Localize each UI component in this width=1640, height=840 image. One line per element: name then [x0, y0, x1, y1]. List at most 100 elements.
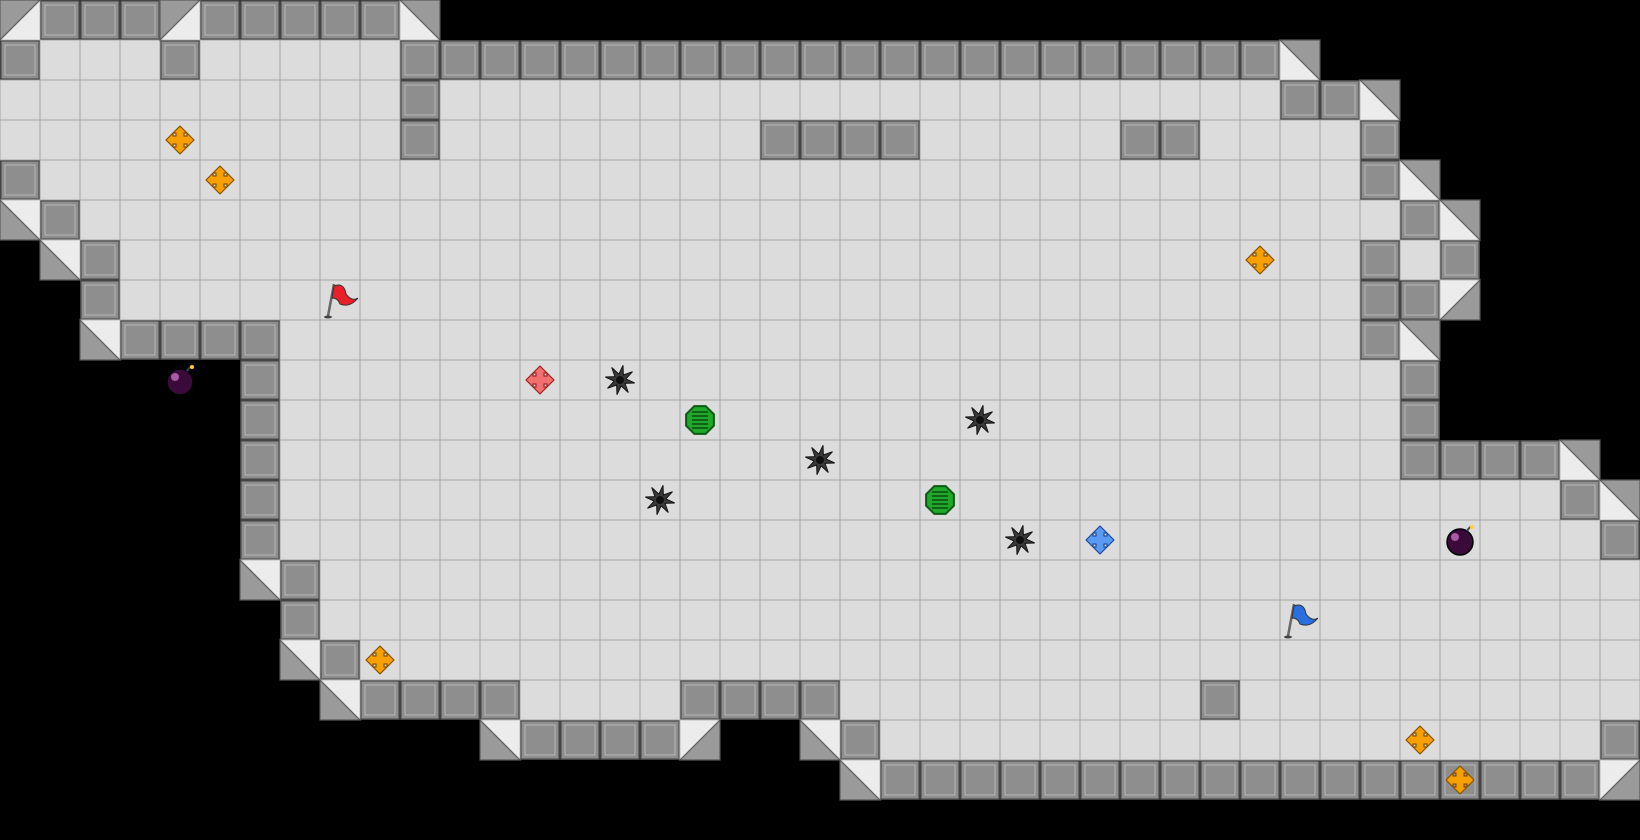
floor-tile: [519, 519, 561, 561]
floor-tile: [319, 559, 361, 601]
floor-tile: [359, 399, 401, 441]
wall-block: [40, 200, 80, 240]
wall-block: [880, 760, 920, 800]
floor-tile: [599, 279, 641, 321]
floor-tile: [399, 599, 441, 641]
floor-tile: [839, 159, 881, 201]
floor-tile: [799, 519, 841, 561]
floor-tile: [439, 199, 481, 241]
wall-block: [1280, 760, 1320, 800]
wall-block: [1160, 120, 1200, 160]
wall-block: [1600, 720, 1640, 760]
wall-block: [600, 720, 640, 760]
floor-tile: [559, 439, 601, 481]
floor-tile: [1159, 519, 1201, 561]
floor-tile: [1359, 559, 1401, 601]
floor-tile: [599, 239, 641, 281]
floor-tile: [599, 679, 641, 721]
floor-tile: [1279, 279, 1321, 321]
floor-tile: [919, 279, 961, 321]
wall-block: [120, 0, 160, 40]
wall-block: [240, 360, 280, 400]
floor-tile: [319, 359, 361, 401]
floor-tile: [279, 239, 321, 281]
wall-block: [1200, 760, 1240, 800]
floor-tile: [1239, 639, 1281, 681]
floor-tile: [1119, 519, 1161, 561]
floor-tile: [1319, 199, 1361, 241]
floor-tile: [519, 479, 561, 521]
floor-tile: [1359, 399, 1401, 441]
floor-tile: [679, 599, 721, 641]
floor-tile: [1199, 719, 1241, 761]
floor-tile: [319, 199, 361, 241]
floor-tile: [839, 479, 881, 521]
floor-tile: [1039, 79, 1081, 121]
floor-tile: [999, 679, 1041, 721]
floor-tile: [1199, 239, 1241, 281]
blue-spawn-arrows-icon: [1085, 525, 1115, 555]
floor-tile: [359, 599, 401, 641]
floor-tile: [879, 519, 921, 561]
floor-tile: [519, 119, 561, 161]
floor-tile: [1279, 119, 1321, 161]
floor-tile: [239, 79, 281, 121]
floor-tile: [799, 199, 841, 241]
floor-tile: [759, 159, 801, 201]
floor-tile: [1319, 719, 1361, 761]
floor-tile: [1439, 599, 1481, 641]
floor-tile: [1079, 719, 1121, 761]
wall-block: [1600, 520, 1640, 560]
floor-tile: [119, 199, 161, 241]
floor-tile: [1399, 639, 1441, 681]
floor-tile: [959, 719, 1001, 761]
floor-tile: [519, 159, 561, 201]
floor-tile: [759, 519, 801, 561]
floor-tile: [759, 319, 801, 361]
floor-tile: [319, 39, 361, 81]
floor-tile: [319, 439, 361, 481]
wall-block: [1480, 760, 1520, 800]
floor-tile: [1239, 479, 1281, 521]
floor-tile: [879, 679, 921, 721]
floor-tile: [1319, 599, 1361, 641]
entities: [165, 125, 1475, 795]
floor-tile: [1159, 559, 1201, 601]
floor-tile: [839, 359, 881, 401]
floor-tile: [879, 79, 921, 121]
floor-tile: [799, 319, 841, 361]
wall-block: [760, 120, 800, 160]
floor-tile: [1279, 559, 1321, 601]
wall-block: [839, 758, 882, 801]
boost-arrows-icon: [1445, 765, 1475, 795]
floor-tile: [1359, 719, 1401, 761]
floor-tile: [359, 79, 401, 121]
wall-block: [399, 0, 441, 42]
floor-tile: [79, 39, 121, 81]
floor-tile: [1079, 159, 1121, 201]
floor-tile: [159, 279, 201, 321]
floor-tile: [479, 559, 521, 601]
floor-tile: [239, 239, 281, 281]
floor-tile: [719, 599, 761, 641]
floor-tile: [1159, 319, 1201, 361]
wall-block: [760, 680, 800, 720]
wall-block: [360, 0, 400, 40]
floor-tile: [959, 639, 1001, 681]
floor-tile: [1239, 679, 1281, 721]
floor-tile: [559, 519, 601, 561]
floor-tile: [79, 199, 121, 241]
floor-tile: [919, 119, 961, 161]
red-spawn-arrows-icon: [525, 365, 555, 395]
floor-tile: [479, 119, 521, 161]
floor-tile: [1079, 79, 1121, 121]
floor-tile: [359, 39, 401, 81]
floor-tile: [639, 439, 681, 481]
floor-tile: [319, 79, 361, 121]
floor-tile: [479, 79, 521, 121]
floor-tile: [439, 159, 481, 201]
floor-tile: [959, 479, 1001, 521]
floor-tile: [1479, 599, 1521, 641]
floor-tile: [359, 319, 401, 361]
